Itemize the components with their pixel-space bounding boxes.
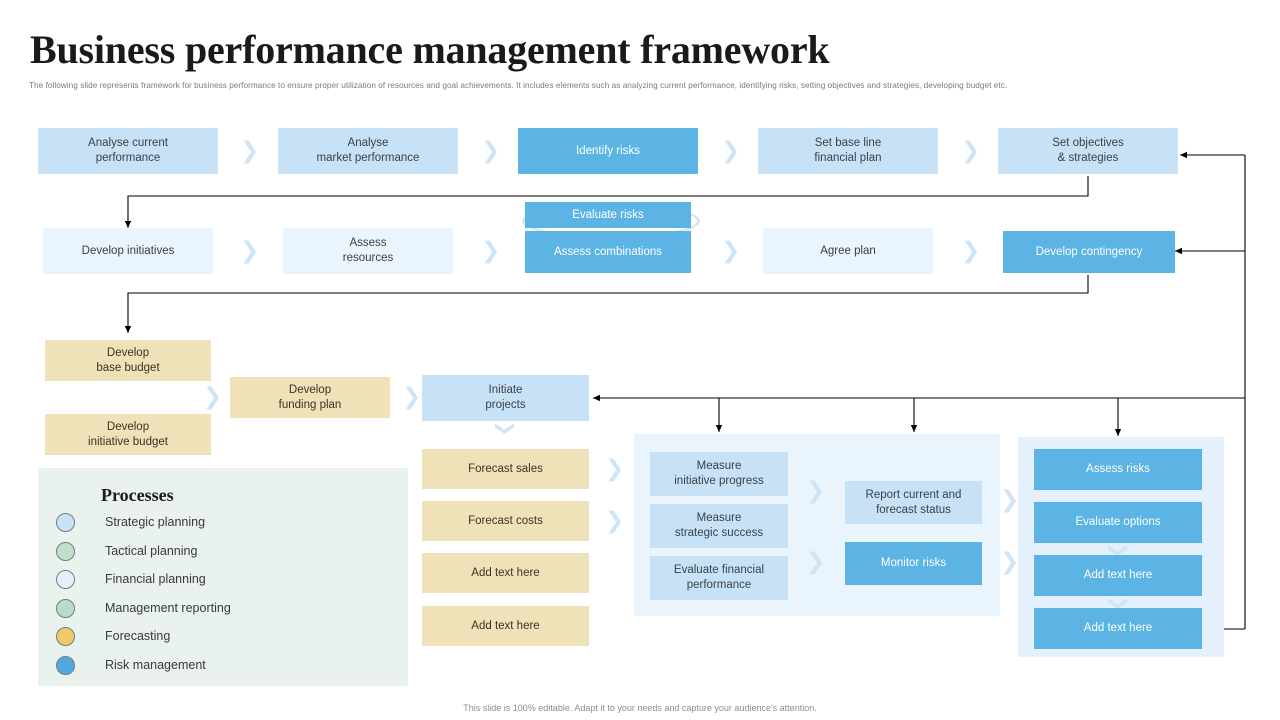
legend-swatch bbox=[56, 541, 75, 561]
chevron-right-icon: ❯ bbox=[203, 384, 223, 410]
chevron-right-icon: ❯ bbox=[806, 549, 826, 575]
node-label: Agree plan bbox=[820, 244, 876, 257]
node-label: Set objectives& strategies bbox=[1052, 137, 1124, 164]
node-assess-risks[interactable]: Assess risks bbox=[1034, 449, 1202, 490]
chevron-right-icon: ❯ bbox=[605, 508, 625, 534]
legend-panel: Processes Strategic planning Tactical pl… bbox=[38, 468, 408, 686]
node-label: Monitor risks bbox=[880, 557, 947, 570]
node-label: Assess combinations bbox=[553, 245, 663, 258]
legend-label: Strategic planning bbox=[105, 515, 206, 529]
chevron-right-icon: ❯ bbox=[961, 138, 981, 164]
legend-item-tactical-planning[interactable]: Tactical planning bbox=[56, 540, 197, 562]
node-label: Evaluate options bbox=[1075, 516, 1161, 529]
chevron-right-icon: ❯ bbox=[481, 238, 501, 264]
node-label: Add text here bbox=[471, 566, 540, 579]
node-set-objectives-and-strategies[interactable]: Set objectives& strategies bbox=[998, 128, 1178, 174]
node-forecast-add-text-1[interactable]: Add text here bbox=[422, 553, 589, 593]
chevron-right-icon: ❯ bbox=[1000, 487, 1020, 513]
legend-item-financial-planning[interactable]: Financial planning bbox=[56, 568, 206, 590]
node-develop-contingency[interactable]: Develop contingency bbox=[1003, 231, 1175, 273]
legend-swatch bbox=[56, 512, 75, 532]
legend-swatch bbox=[56, 626, 75, 646]
chevron-right-icon: ❯ bbox=[721, 238, 741, 264]
chevron-right-icon: ❯ bbox=[240, 138, 260, 164]
node-label: Evaluate risks bbox=[572, 208, 644, 221]
legend-swatch bbox=[56, 598, 75, 618]
node-label: Identify risks bbox=[576, 144, 640, 157]
node-evaluate-risks[interactable]: Evaluate risks bbox=[525, 202, 691, 228]
legend-item-risk-management[interactable]: Risk management bbox=[56, 654, 206, 676]
node-forecast-sales[interactable]: Forecast sales bbox=[422, 449, 589, 489]
node-label: Forecast sales bbox=[468, 462, 543, 475]
legend-label: Tactical planning bbox=[105, 544, 198, 558]
chevron-right-icon: ❯ bbox=[721, 138, 741, 164]
legend-swatch bbox=[56, 569, 75, 589]
legend-label: Management reporting bbox=[105, 601, 231, 615]
page-subtitle: The following slide represents framework… bbox=[29, 81, 1008, 90]
legend-item-forecasting[interactable]: Forecasting bbox=[56, 625, 170, 647]
chevron-right-icon: ❯ bbox=[481, 138, 501, 164]
node-forecast-costs[interactable]: Forecast costs bbox=[422, 501, 589, 541]
chevron-right-icon: ❯ bbox=[605, 456, 625, 482]
node-identify-risks[interactable]: Identify risks bbox=[518, 128, 698, 174]
chevron-right-icon: ❯ bbox=[961, 238, 981, 264]
node-assess-combinations[interactable]: Assess combinations bbox=[525, 231, 691, 273]
chevron-right-icon: ❯ bbox=[806, 478, 826, 504]
node-evaluate-options[interactable]: Evaluate options bbox=[1034, 502, 1202, 543]
legend-item-strategic-planning[interactable]: Strategic planning bbox=[56, 511, 205, 533]
legend-label: Financial planning bbox=[105, 572, 206, 586]
page-title: Business performance management framewor… bbox=[30, 27, 830, 72]
legend-label: Forecasting bbox=[105, 629, 171, 643]
legend-swatch bbox=[56, 655, 75, 675]
legend-item-management-reporting[interactable]: Management reporting bbox=[56, 597, 231, 619]
node-label: Add text here bbox=[471, 619, 540, 632]
node-label: Develop contingency bbox=[1035, 245, 1143, 258]
node-develop-initiatives[interactable]: Develop initiatives bbox=[43, 228, 213, 274]
chevron-down-icon: ❯ bbox=[494, 420, 517, 437]
node-label: Assess risks bbox=[1086, 463, 1150, 476]
legend-title: Processes bbox=[101, 485, 174, 505]
node-risk-add-text-1[interactable]: Add text here bbox=[1034, 555, 1202, 596]
node-label: Add text here bbox=[1083, 569, 1153, 582]
editable-note: This slide is 100% editable. Adapt it to… bbox=[463, 703, 817, 713]
node-agree-plan[interactable]: Agree plan bbox=[763, 228, 933, 274]
node-label: Develop initiatives bbox=[81, 244, 175, 257]
node-monitor-risks[interactable]: Monitor risks bbox=[845, 542, 982, 585]
chevron-right-icon: ❯ bbox=[402, 384, 422, 410]
legend-label: Risk management bbox=[105, 658, 206, 672]
node-label: Forecast costs bbox=[468, 514, 543, 527]
node-risk-add-text-2[interactable]: Add text here bbox=[1034, 608, 1202, 649]
chevron-right-icon: ❯ bbox=[240, 238, 260, 264]
node-forecast-add-text-2[interactable]: Add text here bbox=[422, 606, 589, 646]
node-label: Add text here bbox=[1083, 622, 1153, 635]
chevron-right-icon: ❯ bbox=[1000, 549, 1020, 575]
